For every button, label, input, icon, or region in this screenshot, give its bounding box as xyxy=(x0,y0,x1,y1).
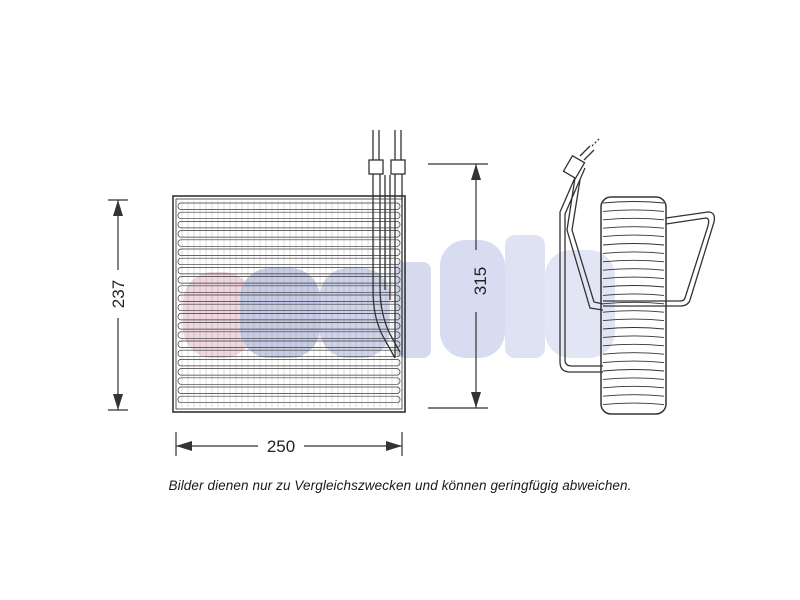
side-fin-row xyxy=(602,251,665,254)
side-fin-row xyxy=(602,318,665,322)
side-fin-row xyxy=(602,335,665,338)
front-fin-row xyxy=(177,285,401,293)
dimension-bottom-width xyxy=(175,432,403,456)
side-fin-row xyxy=(602,243,665,246)
side-fin-row xyxy=(602,343,665,347)
front-fin-row xyxy=(177,303,401,312)
side-view-right-pipe xyxy=(603,211,716,307)
side-fin-row xyxy=(602,209,665,212)
side-fin-row xyxy=(602,377,665,380)
dimension-bottom-width-label: 250 xyxy=(267,437,295,456)
front-fin-row xyxy=(177,276,401,284)
side-fin-row xyxy=(602,310,665,313)
side-view-left-pipe xyxy=(559,165,604,373)
dimension-right-height-label: 315 xyxy=(471,267,490,295)
front-fin-row xyxy=(177,257,401,266)
side-fin-row xyxy=(602,369,665,372)
front-fin-row xyxy=(177,322,401,330)
side-fin-row xyxy=(602,301,665,305)
front-fin-row xyxy=(177,359,401,367)
front-fin-row xyxy=(177,331,401,339)
front-fin-row xyxy=(177,221,401,229)
front-fin-row xyxy=(177,202,401,210)
side-fin-row xyxy=(602,327,665,330)
side-view-fitting xyxy=(562,137,601,180)
front-fin-row xyxy=(177,230,401,238)
front-view-pipes xyxy=(368,130,406,359)
side-fin-row xyxy=(602,217,665,221)
front-fin-row xyxy=(177,395,401,404)
side-fin-row xyxy=(602,352,665,355)
side-fin-row xyxy=(602,360,665,364)
front-fin-row xyxy=(177,294,401,302)
front-fin-row xyxy=(177,340,401,348)
front-fin-row xyxy=(177,386,401,394)
side-fin-row xyxy=(602,285,665,288)
front-fin-row xyxy=(177,368,401,376)
side-fin-row xyxy=(602,201,665,204)
dimension-left-height xyxy=(108,199,128,411)
side-view-fins xyxy=(602,201,665,406)
watermark-logo xyxy=(183,235,615,358)
front-fin-row xyxy=(177,211,401,220)
front-fin-row xyxy=(177,377,401,385)
dimension-left-height-label: 237 xyxy=(109,280,128,308)
front-fin-row xyxy=(177,239,401,247)
side-fin-row xyxy=(602,385,665,389)
front-fin-row xyxy=(177,313,401,321)
side-fin-row xyxy=(602,226,665,229)
side-fin-row xyxy=(602,402,665,406)
side-fin-row xyxy=(602,234,665,238)
evaporator-front-view xyxy=(172,130,406,413)
side-fin-row xyxy=(602,259,665,263)
front-fin-row xyxy=(177,248,401,256)
side-fin-row xyxy=(602,293,665,296)
disclaimer-caption: Bilder dienen nur zu Vergleichszwecken u… xyxy=(168,478,632,493)
side-fin-row xyxy=(602,276,665,280)
front-fin-row xyxy=(177,267,401,275)
front-fin-row xyxy=(177,349,401,358)
dimension-right-height xyxy=(428,163,488,409)
side-fin-row xyxy=(602,394,665,397)
side-fin-row xyxy=(602,268,665,271)
front-view-fins xyxy=(177,201,401,407)
evaporator-side-view xyxy=(559,137,716,415)
